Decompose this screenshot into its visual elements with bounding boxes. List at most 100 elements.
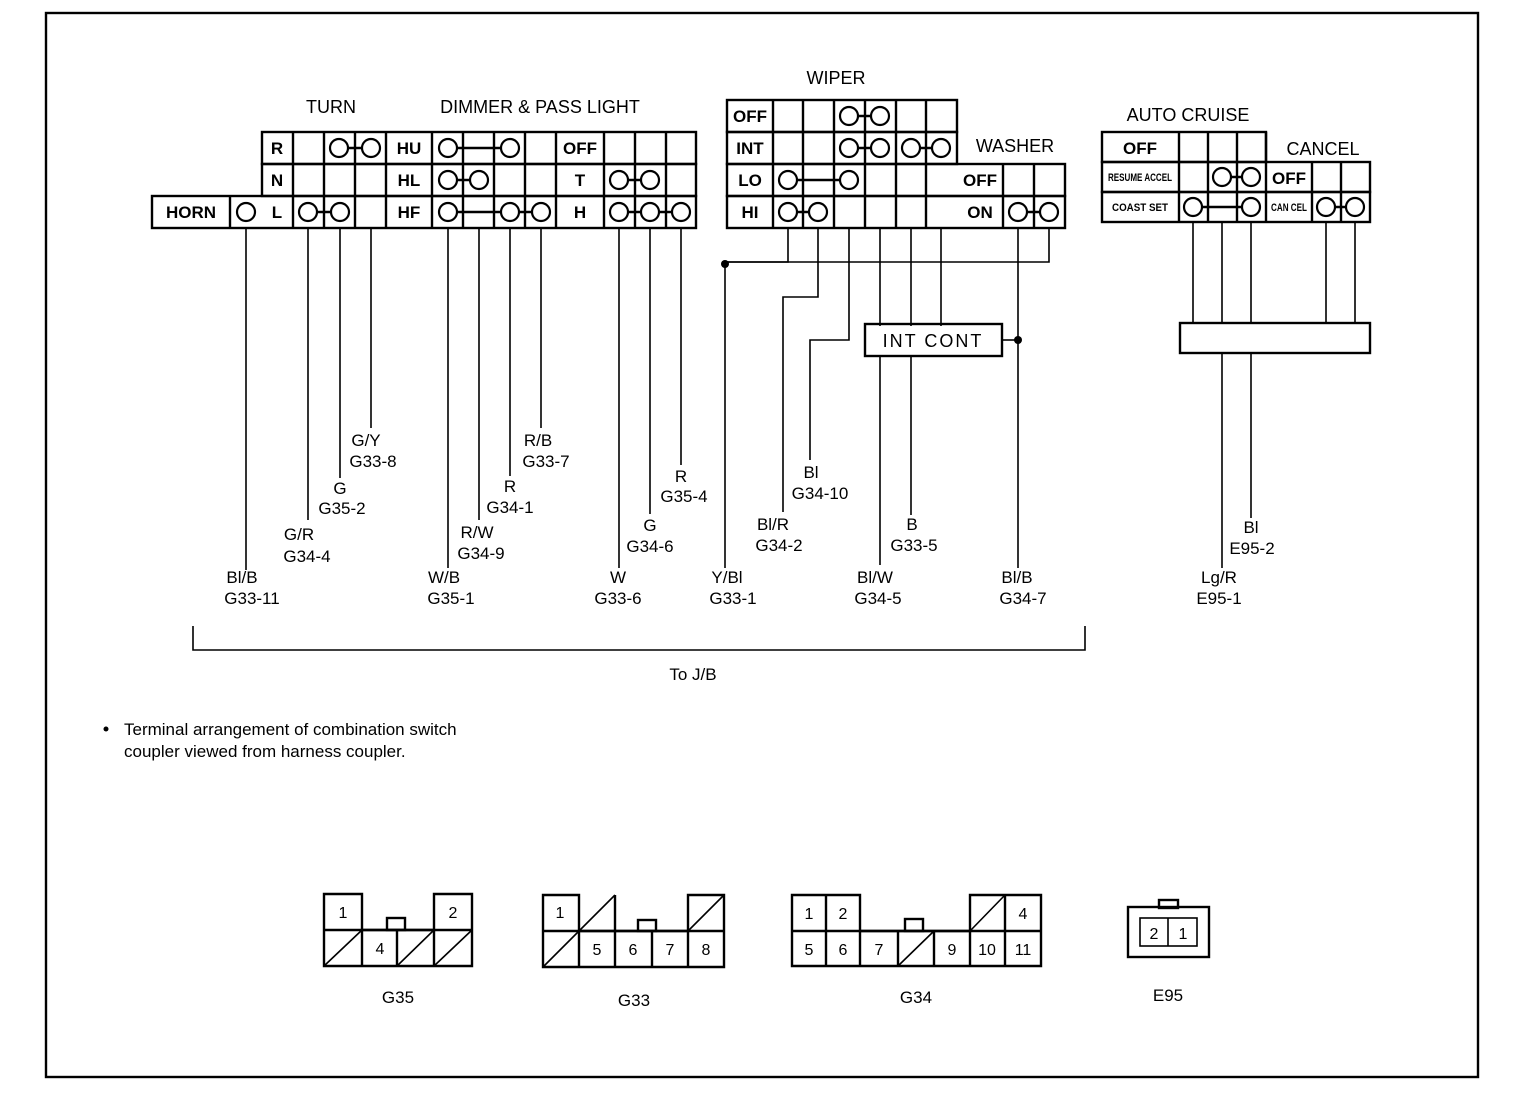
turn-l-label: L [272, 203, 282, 222]
wire-pin-label: G35-2 [318, 499, 365, 518]
cruise-off-label: OFF [1123, 139, 1157, 158]
light-h-label: H [574, 203, 586, 222]
dimmer-hu-label: HU [397, 139, 422, 158]
pin-label: 1 [805, 906, 814, 923]
wire-pin-label: G33-8 [349, 452, 396, 471]
to-jb-label: To J/B [669, 665, 716, 684]
pin-label: 5 [593, 942, 602, 959]
wire-color-label: R/B [524, 431, 552, 450]
wire-pin-label: G34-5 [854, 589, 901, 608]
pin-label: 4 [376, 941, 385, 958]
connector-name: G34 [900, 988, 932, 1007]
diagram-frame [44, 11, 1480, 1079]
wiper-off-label: OFF [733, 107, 767, 126]
dimmer-hf-label: HF [398, 203, 421, 222]
wire-pin-label: E95-1 [1196, 589, 1241, 608]
connector-g34: 1 2 4 5 6 7 9 10 11 G34 [790, 893, 1043, 1007]
wire-pin-label: G33-1 [709, 589, 756, 608]
pin-label: 11 [1015, 942, 1032, 959]
wire-pin-label: G34-1 [486, 498, 533, 517]
dimmer-pass-light-header: DIMMER & PASS LIGHT [440, 97, 640, 117]
wire-pin-label: G34-7 [999, 589, 1046, 608]
pin-label: 6 [839, 942, 848, 959]
pin-label: 1 [1179, 926, 1188, 943]
washer-off-label: OFF [963, 171, 997, 190]
wiper-lo-label: LO [738, 171, 762, 190]
wire-pin-label: G34-4 [283, 547, 330, 566]
wire-color-label: Bl [1243, 518, 1258, 537]
connector-name: G33 [618, 991, 650, 1010]
wire-pin-label: G34-9 [457, 544, 504, 563]
wire-color-label: B [906, 515, 917, 534]
wire-color-label: G/Y [351, 431, 380, 450]
light-off-label: OFF [563, 139, 597, 158]
wire-color-label: G [643, 516, 656, 535]
wire-color-label: R [504, 477, 516, 496]
pin-label: 10 [978, 942, 996, 959]
wire-color-label: Bl/R [757, 515, 789, 534]
wire-color-label: Bl/B [1001, 568, 1032, 587]
pin-label: 4 [1019, 906, 1028, 923]
pin-label: 7 [666, 942, 675, 959]
cancel-off-label: OFF [1272, 169, 1306, 188]
wire-labels: Bl/B G33-11 G/R G34-4 G G35-2 G/Y G33-8 … [224, 431, 1274, 608]
int-cont-label: INT CONT [883, 331, 984, 351]
auto-cruise-header: AUTO CRUISE [1127, 105, 1250, 125]
note-bullet [103, 726, 109, 732]
wire-color-label: Lg/R [1201, 568, 1237, 587]
wire-pin-label: G34-6 [626, 537, 673, 556]
horn-label: HORN [166, 203, 216, 222]
washer-on-label: ON [967, 203, 993, 222]
connector-g33: 1 5 6 7 8 G33 [541, 893, 726, 1010]
coast-set-label: COAST SET [1112, 202, 1168, 214]
wire-pin-label: E95-2 [1229, 539, 1274, 558]
cancel-cancel-label: CAN CEL [1271, 202, 1307, 214]
wire-color-label: W [610, 568, 626, 587]
wiper-header: WIPER [806, 68, 865, 88]
pin-label: 9 [948, 942, 957, 959]
pin-label: 5 [805, 942, 814, 959]
cancel-header: CANCEL [1286, 139, 1359, 159]
wire-color-label: Bl/W [857, 568, 893, 587]
note-line-2: coupler viewed from harness coupler. [124, 742, 406, 761]
wire-color-label: W/B [428, 568, 460, 587]
wire-pin-label: G33-6 [594, 589, 641, 608]
wire-color-label: R/W [460, 523, 493, 542]
wire-color-label: G [333, 479, 346, 498]
to-jb-bracket [192, 626, 1086, 651]
turn-dimmer-switch-block: TURN DIMMER & PASS LIGHT HORN R N L HU H… [150, 97, 698, 570]
auto-cruise-switch-block: AUTO CRUISE CANCEL OFF RESUME ACCEL COAS… [1100, 105, 1372, 568]
wire-color-label: Bl/B [226, 568, 257, 587]
wire-color-label: Bl [803, 463, 818, 482]
pin-label: 6 [629, 942, 638, 959]
pin-label: 1 [556, 905, 565, 922]
wire-color-label: R [675, 467, 687, 486]
resume-accel-label: RESUME ACCEL [1108, 172, 1172, 184]
turn-header: TURN [306, 97, 356, 117]
wire-color-label: Y/Bl [711, 568, 742, 587]
pin-label: 2 [1150, 926, 1159, 943]
connector-name: G35 [382, 988, 414, 1007]
wire-pin-label: G33-11 [224, 589, 279, 608]
wire-pin-label: G33-7 [522, 452, 569, 471]
dimmer-hl-label: HL [398, 171, 421, 190]
wiper-int-label: INT [736, 139, 764, 158]
cruise-module-box [1178, 321, 1372, 355]
wire-color-label: G/R [284, 525, 314, 544]
note-line-1: Terminal arrangement of combination swit… [124, 720, 457, 739]
light-t-label: T [575, 171, 586, 190]
pin-label: 8 [702, 942, 711, 959]
wiper-washer-switch-block: WIPER WASHER OFF INT LO HI OFF ON [721, 68, 1067, 568]
turn-n-label: N [271, 171, 283, 190]
pin-label: 7 [875, 942, 884, 959]
pin-label: 2 [449, 905, 458, 922]
wire-pin-label: G33-5 [890, 536, 937, 555]
wire-pin-label: G35-4 [660, 487, 707, 506]
wire-pin-label: G34-10 [792, 484, 849, 503]
connector-e95: 2 1 E95 [1126, 898, 1211, 1005]
wire-pin-label: G35-1 [427, 589, 474, 608]
pin-label: 1 [339, 905, 348, 922]
washer-header: WASHER [976, 136, 1054, 156]
wiper-hi-label: HI [742, 203, 759, 222]
